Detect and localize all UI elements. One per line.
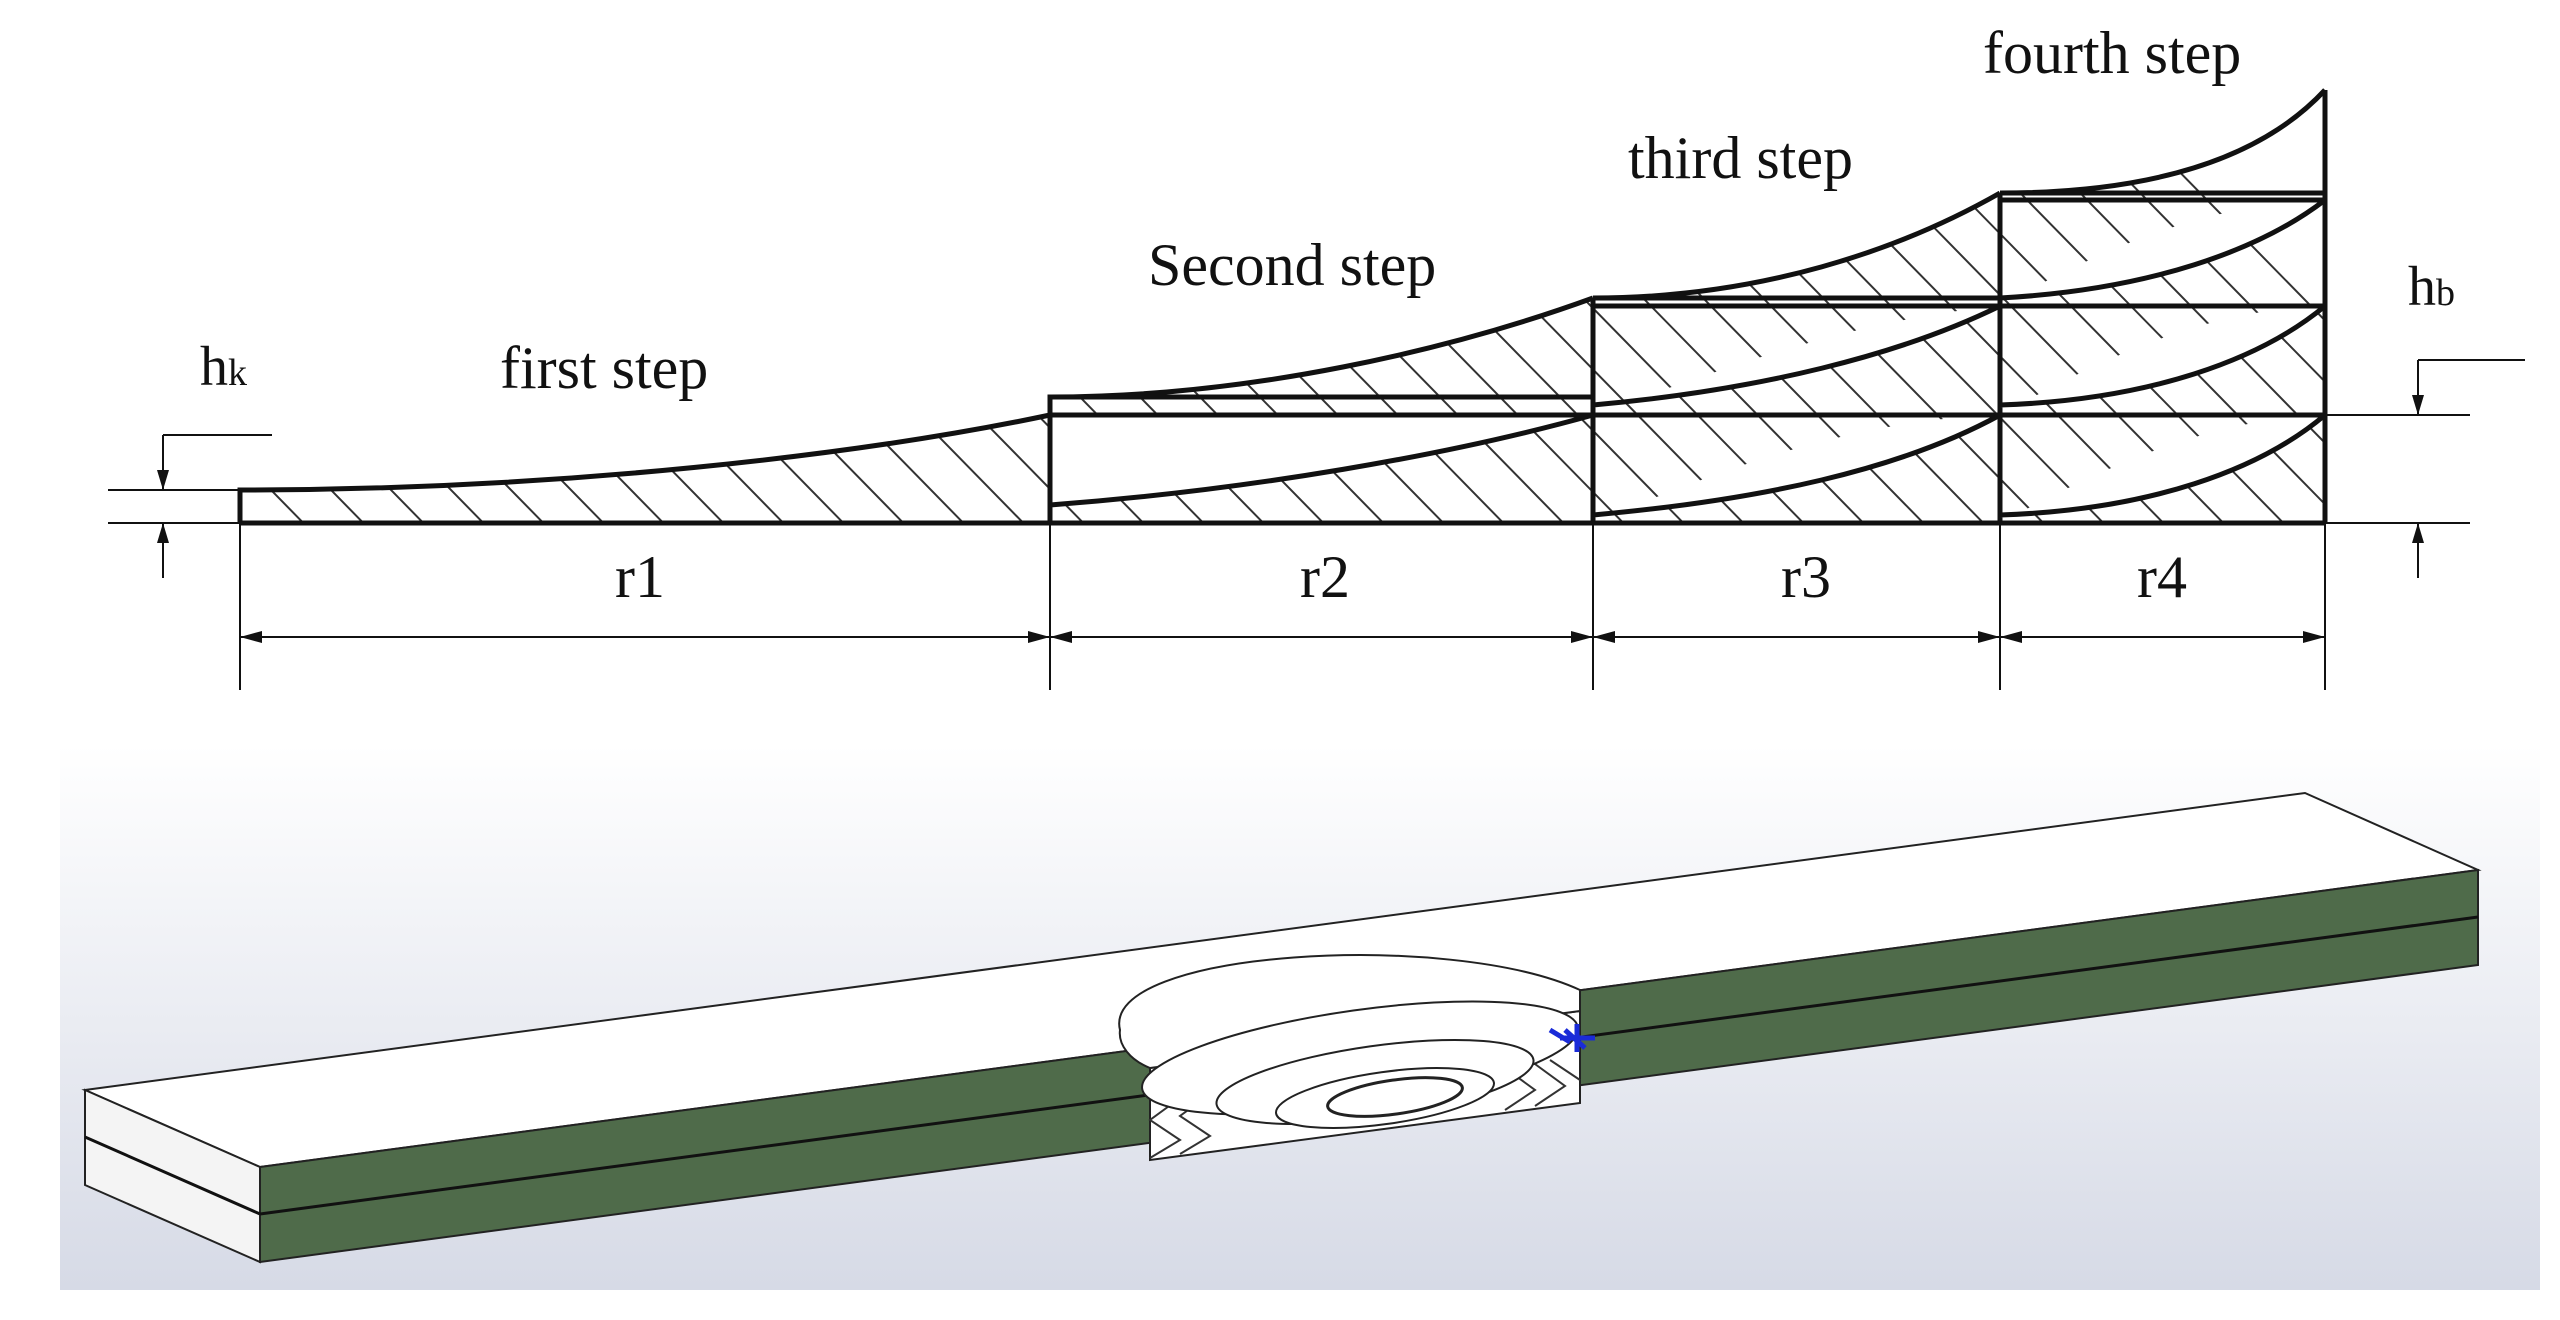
hatch-step-1 <box>240 415 1050 523</box>
origin-marker <box>1548 1024 1595 1052</box>
hatch-step-2 <box>1050 298 1593 523</box>
hb-indicator <box>2417 359 2525 578</box>
model-view <box>60 745 2540 1290</box>
hb-arrow-top <box>2412 395 2424 415</box>
hatch-step-3 <box>1593 193 2000 523</box>
label-hb: hb <box>2408 256 2455 318</box>
hatch-step-4 <box>2000 90 2325 523</box>
dimension-arrows <box>240 631 2325 643</box>
label-hk: hk <box>200 336 247 398</box>
label-r1: r1 <box>615 544 665 610</box>
cutout-ring-5 <box>1326 1076 1464 1118</box>
stepped-cutout <box>1118 954 1595 1162</box>
label-first-step: first step <box>500 335 708 401</box>
step-4-outline <box>1997 88 2328 523</box>
extension-lines <box>108 414 2470 690</box>
section-diagram: first step Second step third step fourth… <box>108 20 2525 690</box>
step-2-outline <box>1047 295 2000 523</box>
label-third-step: third step <box>1628 125 1853 191</box>
label-second-step: Second step <box>1148 232 1436 298</box>
hk-indicator <box>162 434 272 578</box>
step-3-outline <box>1590 190 2002 523</box>
hk-arrow-top <box>157 470 169 490</box>
label-r4: r4 <box>2137 544 2187 610</box>
hb-arrow-bottom <box>2412 523 2424 543</box>
step-1-outline <box>237 412 1051 523</box>
label-fourth-step: fourth step <box>1983 20 2241 86</box>
hk-arrow-bottom <box>157 523 169 543</box>
label-r3: r3 <box>1781 544 1831 610</box>
label-r2: r2 <box>1300 544 1350 610</box>
